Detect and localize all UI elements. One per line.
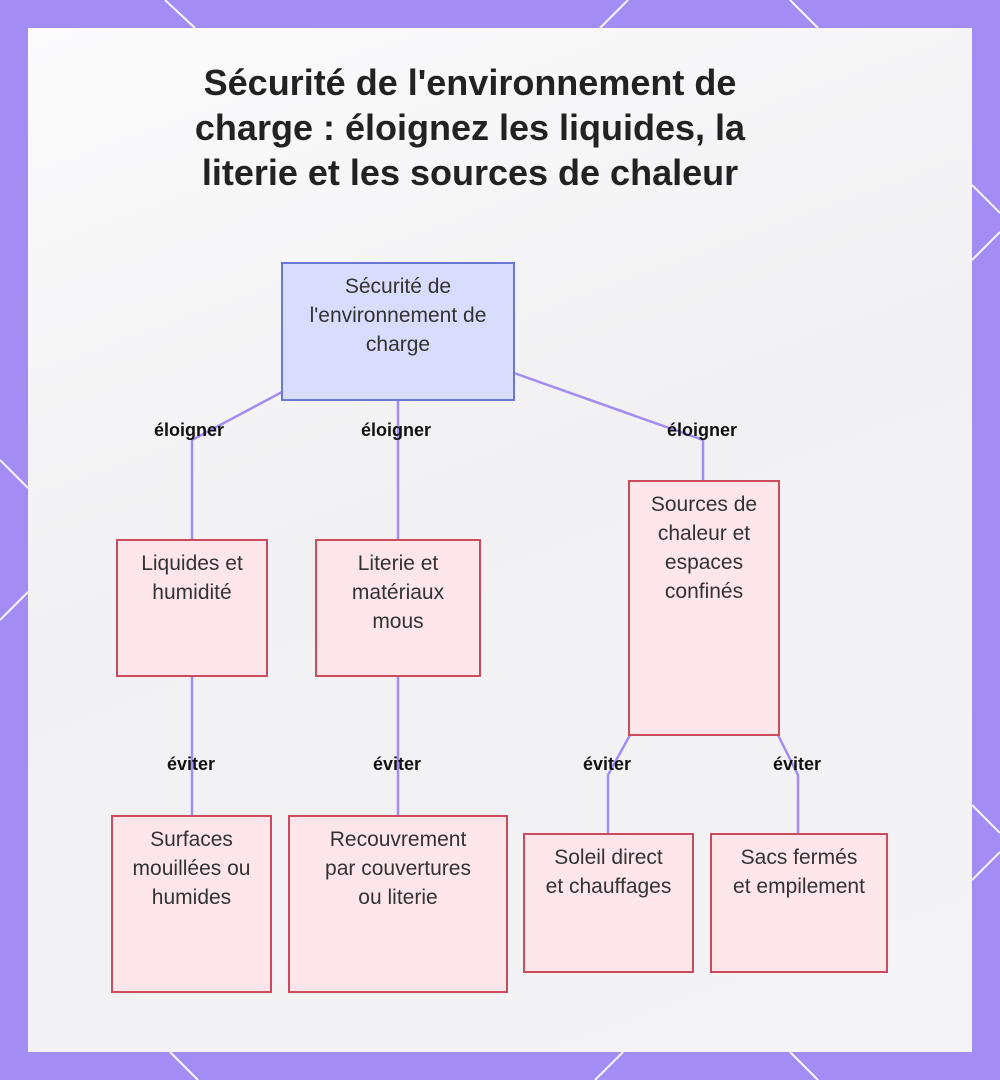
edge-label-eviter-4: éviter [772, 754, 822, 774]
edge-label-eviter-2: éviter [372, 754, 422, 774]
edge-root-chaleur [513, 371, 705, 480]
edge-label-eviter-3: éviter [582, 754, 632, 774]
edge-label-eviter-1: éviter [166, 754, 216, 774]
diagram-title: Sécurité de l'environnement de charge : … [194, 62, 746, 193]
node-liquides: Liquides et humidité [116, 539, 268, 677]
node-root: Sécurité de l'environnement de charge [281, 262, 515, 401]
node-recouvrement: Recouvrement par couvertures ou literie [288, 815, 508, 993]
node-sacs: Sacs fermés et empilement [710, 833, 888, 973]
edge-chaleur-soleil [606, 734, 632, 833]
edge-label-eloigner-1: éloigner [153, 420, 225, 440]
node-surfaces: Surfaces mouillées ou humides [111, 815, 272, 993]
edge-chaleur-sacs [776, 734, 800, 833]
node-soleil: Soleil direct et chauffages [523, 833, 694, 973]
edge-root-liquides [190, 390, 283, 540]
node-chaleur: Sources de chaleur et espaces confinés [628, 480, 780, 736]
node-literie: Literie et matériaux mous [315, 539, 481, 677]
edge-label-eloigner-2: éloigner [360, 420, 432, 440]
edge-label-eloigner-3: éloigner [666, 420, 738, 440]
